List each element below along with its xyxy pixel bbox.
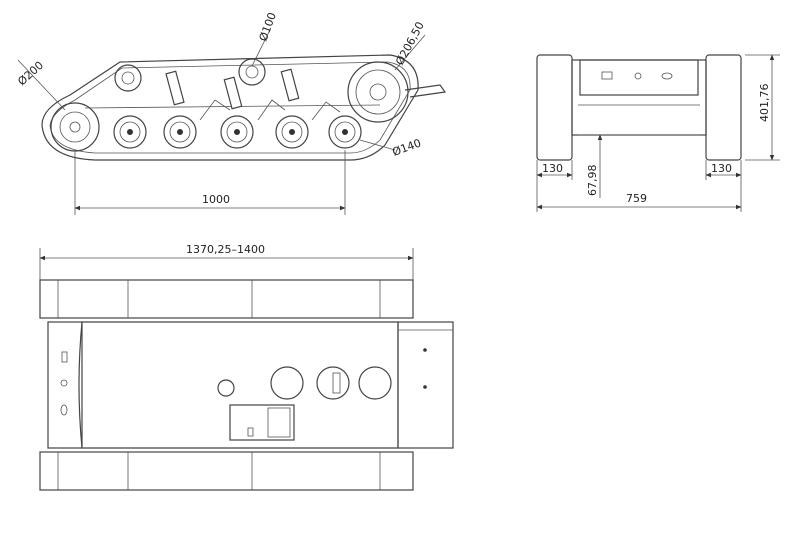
dim-d140: Ø140 (391, 136, 423, 158)
dim-130-left: 130 (542, 162, 563, 175)
front-control-panel (579, 59, 699, 96)
dim-d200: Ø200 (15, 59, 46, 89)
dim-1370: 1370,25–1400 (186, 243, 265, 256)
drive-sprocket (347, 61, 409, 123)
dim-d206: Ø206,50 (393, 20, 427, 68)
dim-1000: 1000 (202, 193, 230, 206)
shock-absorbers (165, 68, 341, 121)
hull-body (78, 321, 399, 449)
top-view: 1370,25–1400 (39, 243, 454, 491)
track-top (39, 279, 414, 319)
dim-d100: Ø100 (257, 11, 279, 43)
track-bottom (39, 451, 414, 491)
dim-130-right: 130 (711, 162, 732, 175)
idler-wheel (50, 102, 100, 152)
front-view: 401,76 130 130 67,98 759 (536, 54, 780, 212)
road-wheels (113, 115, 362, 149)
dim-759: 759 (626, 192, 647, 205)
hatch (229, 404, 295, 441)
side-view: 1000 Ø200 Ø100 Ø206,50 Ø140 (15, 11, 447, 215)
dim-67: 67,98 (586, 165, 599, 197)
dim-401: 401,76 (758, 84, 771, 123)
track-outline (41, 54, 419, 161)
front-ramp (397, 321, 454, 449)
opening-small (217, 379, 235, 397)
